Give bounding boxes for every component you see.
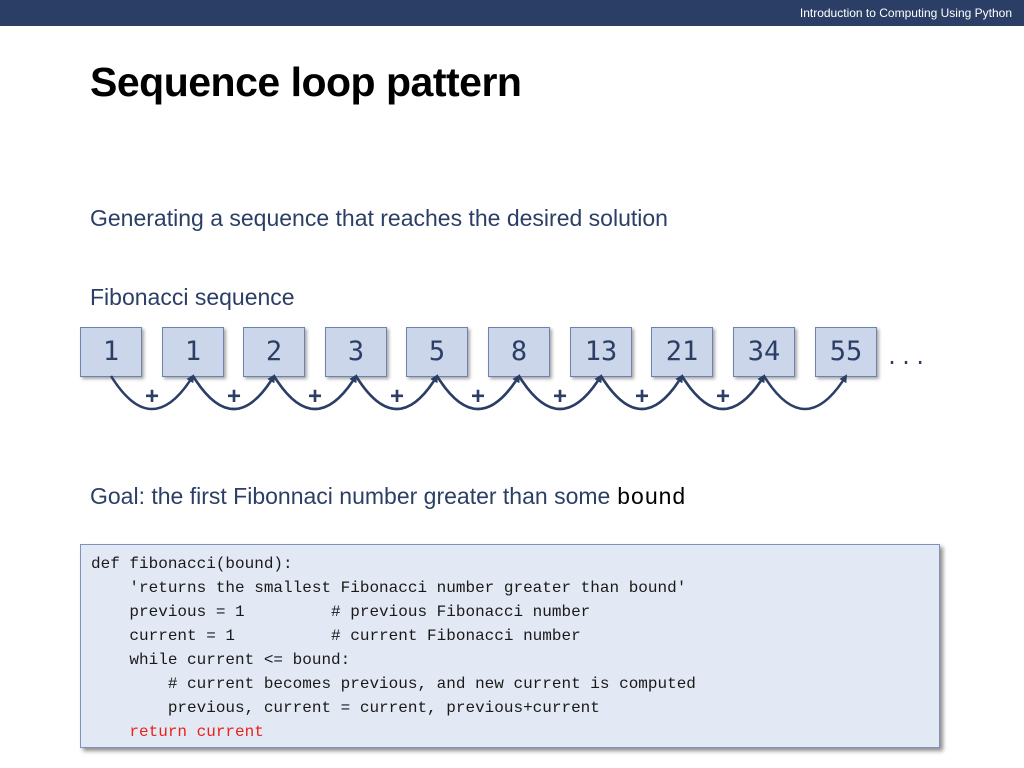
addition-arrows [109, 374, 848, 411]
fib-box-7: 13 [570, 327, 632, 377]
code-line-1: def fibonacci(bound): [91, 555, 293, 573]
fib-box-9: 34 [733, 327, 795, 377]
course-title: Introduction to Computing Using Python [799, 6, 1012, 20]
goal-statement: Goal: the first Fibonnaci number greater… [90, 482, 686, 512]
plus-sign-1: + [144, 383, 159, 410]
slide-subtitle: Generating a sequence that reaches the d… [90, 205, 668, 231]
addition-arrow-pair-4 [354, 374, 439, 411]
plus-sign-7: + [634, 383, 649, 410]
plus-sign-4: + [389, 383, 404, 410]
code-line-6: # current becomes previous, and new curr… [91, 675, 696, 693]
fib-box-10: 55 [815, 327, 877, 377]
code-line-4: current = 1 # current Fibonacci number [91, 627, 581, 645]
addition-arrow-pair-6 [517, 374, 603, 411]
code-block: def fibonacci(bound): 'returns the small… [80, 544, 940, 748]
fibonacci-label: Fibonacci sequence [90, 284, 295, 310]
code-line-3: previous = 1 # previous Fibonacci number [91, 603, 591, 621]
header-bar: Introduction to Computing Using Python [0, 0, 1024, 26]
addition-arrow-pair-7 [599, 374, 684, 411]
sequence-ellipsis: ... [886, 345, 929, 369]
code-line-5: while current <= bound: [91, 651, 351, 669]
fib-box-8: 21 [651, 327, 713, 377]
addition-arrow-pair-8 [762, 374, 848, 411]
fib-box-6: 8 [488, 327, 550, 377]
fib-box-5: 5 [406, 327, 468, 377]
goal-bound-code: bound [616, 485, 686, 511]
code-line-return: return current [91, 723, 264, 741]
plus-sign-5: + [470, 383, 485, 410]
plus-sign-2: + [226, 383, 241, 410]
code-line-2: 'returns the smallest Fibonacci number g… [91, 579, 687, 597]
addition-arrow-pair-3 [272, 374, 358, 411]
goal-text: Goal: the first Fibonnaci number greater… [90, 483, 611, 509]
addition-arrow-pair-2 [191, 374, 276, 411]
addition-arrow-pair-1 [109, 374, 195, 411]
fib-box-1: 1 [80, 327, 142, 377]
fib-box-3: 2 [243, 327, 305, 377]
addition-arrow-pair-8 [680, 374, 766, 411]
code-line-7: previous, current = current, previous+cu… [91, 699, 600, 717]
plus-sign-6: + [552, 383, 567, 410]
plus-sign-8: + [715, 383, 730, 410]
addition-arrow-pair-5 [435, 374, 521, 411]
plus-sign-3: + [307, 383, 322, 410]
slide-title: Sequence loop pattern [90, 59, 522, 105]
